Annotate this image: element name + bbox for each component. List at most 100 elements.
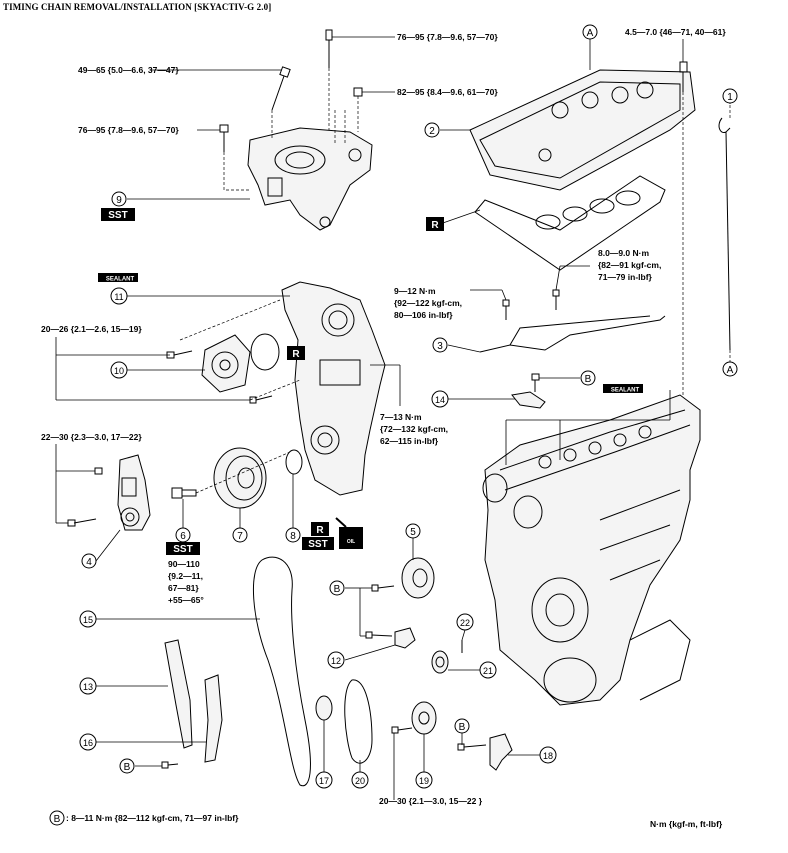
torque-label-pulley-line3: 67—81} [168,583,199,593]
leader-lines [55,36,731,800]
sealant-badge-block: SEALANT [603,384,643,394]
torque-label-cover-8-9-line3: 71—79 in-lbf} [598,272,653,282]
callout-21: 21 [479,661,497,679]
callout-1: 1 [722,88,738,104]
timing-chain-cover [281,281,386,496]
svg-text:B: B [334,584,341,595]
sst-badge-8: SST [302,537,334,550]
callout-20: 20 [351,771,369,789]
callout-9: 9 [111,191,127,207]
svg-text:17: 17 [319,776,329,786]
replace-badge-seal: R [311,522,329,536]
svg-text:21: 21 [483,666,493,676]
callout-b-seal-plate: B [580,370,596,386]
callout-8: 8 [285,527,301,543]
front-oil-seal [285,449,303,475]
svg-text:B: B [124,762,131,773]
svg-text:5: 5 [410,527,416,538]
callout-a-top: A [582,24,598,40]
chain-tensioner [489,733,513,771]
torque-label-cover-9-12-line2: {92—122 kgf-cm, [394,298,462,308]
svg-text:9: 9 [116,195,122,206]
seal-plate-bolt [531,373,540,392]
callout-4: 4 [81,553,97,569]
svg-text:22: 22 [460,618,470,628]
tensioner-arm [164,639,193,749]
svg-text:R: R [431,220,439,231]
callout-b-tensioner: B [454,718,470,734]
svg-text:2: 2 [429,126,435,137]
svg-text:13: 13 [83,682,93,692]
chain-guide-small [394,627,416,649]
torque-label-mount-bolt: 76—95 {7.8—9.6, 57—70} [78,125,179,135]
callout-b-guide: B [119,758,135,774]
svg-text:18: 18 [543,751,553,761]
crankshaft-sprocket [431,650,449,674]
callout-6: 6 [175,527,191,543]
footer-units: N·m {kgf-m, ft-lbf} [650,819,723,829]
torque-label-bottom: 20—30 {2.1—3.0, 15—22 } [379,796,483,806]
callout-7: 7 [232,527,248,543]
replace-badge-o-ring: R [287,346,305,360]
engine-block [482,394,701,706]
torque-label-tensioner: 22—30 {2.3—3.0, 17—22} [41,432,142,442]
guide-bolt-b [365,631,393,639]
callout-22: 22 [456,613,474,631]
svg-text:6: 6 [180,531,186,542]
oil-pump-chain [344,679,373,764]
callout-3: 3 [432,337,448,353]
oil-pump-chain-seal [315,695,333,721]
svg-text:B: B [585,374,592,385]
engine-mount-bracket [247,127,373,231]
torque-label-mount-nut: 82—95 {8.4—9.6, 61—70} [397,87,498,97]
callout-b-pulley: B [329,580,345,596]
callout-2: 2 [424,122,440,138]
svg-text:15: 15 [83,615,93,625]
drive-belt-auto-tensioner [67,454,151,531]
torque-label-cover-8-9-line1: 8.0—9.0 N·m [598,248,649,258]
svg-text:16: 16 [83,738,93,748]
timing-chain [253,556,311,787]
svg-text:SEALANT: SEALANT [106,277,135,283]
torque-label-cover-9-12-line1: 9—12 N·m [394,286,436,296]
callout-18: 18 [539,746,557,764]
water-pump-bolts [166,350,273,404]
svg-text:SEALANT: SEALANT [611,388,640,394]
cylinder-head-cover [469,69,696,191]
svg-text:19: 19 [419,776,429,786]
oil-dipstick [718,105,731,362]
callout-a-dipstick: A [722,361,738,377]
callout-17: 17 [315,771,333,789]
svg-text:A: A [587,28,594,39]
callout-14: 14 [431,390,449,408]
svg-text:B: B [459,722,466,733]
head-cover-gasket [474,175,666,271]
torque-label-water-pump: 20—26 {2.1—2.6, 15—19} [41,324,142,334]
callout-19: 19 [415,771,433,789]
torque-label-pulley-line4: +55—65° [168,595,204,605]
footer-b-legend: B : 8—11 N·m {82—112 kgf-cm, 71—97 in-lb… [49,810,239,826]
callout-16: 16 [79,733,97,751]
guide-bolt-bottom [161,761,179,769]
svg-text:R: R [292,349,300,360]
torque-label-front-line1: 7—13 N·m [380,412,422,422]
svg-text:1: 1 [727,92,733,103]
chain-cover-bolt-b [552,289,560,310]
crankshaft-pulley-bolt [171,487,197,499]
tensioner-bolt-b [457,743,487,751]
crankshaft-pulley [213,447,267,509]
svg-text:8: 8 [290,531,296,542]
replace-badge-gasket: R [426,217,444,231]
timing-chain-guide [204,674,223,763]
oil-pump-sprocket [411,701,437,735]
torque-label-cover-9-12-line3: 80—106 in-lbf} [394,310,453,320]
head-cover-bracket [479,315,666,353]
torque-label-pulley-line1: 90—110 [168,559,200,569]
svg-text:4: 4 [86,557,92,568]
water-pump-pulley [401,557,435,599]
svg-text:20: 20 [355,776,365,786]
sealant-badge-cover: SEALANT [98,273,138,283]
water-pump-o-ring [250,333,280,371]
torque-label-top-bolt: 76—95 {7.8—9.6, 57—70} [397,32,498,42]
